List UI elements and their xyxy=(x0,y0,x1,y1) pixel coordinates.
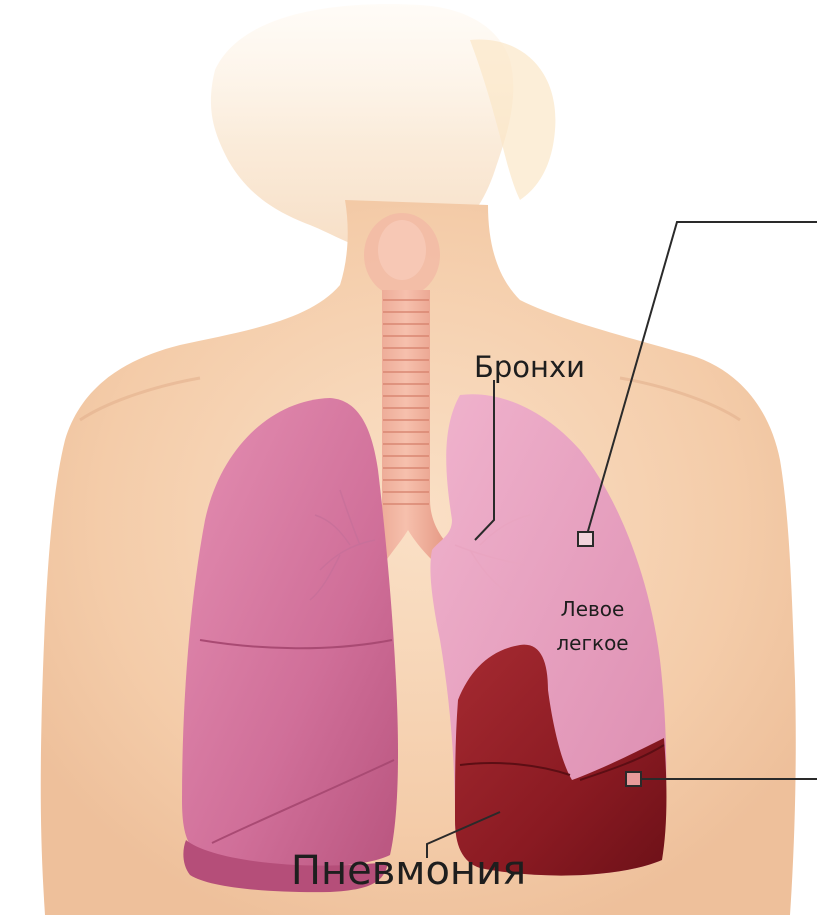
label-left-lung-line1: Левое xyxy=(541,592,644,626)
label-bronchi: Бронхи xyxy=(474,350,585,384)
label-left-lung-line2: легкое xyxy=(541,626,644,660)
marker-square-lower xyxy=(626,772,641,786)
larynx xyxy=(364,213,440,297)
marker-square-upper xyxy=(578,532,593,546)
label-left-lung: Левое легкое xyxy=(541,592,644,660)
label-pneumonia: Пневмония xyxy=(0,848,817,894)
